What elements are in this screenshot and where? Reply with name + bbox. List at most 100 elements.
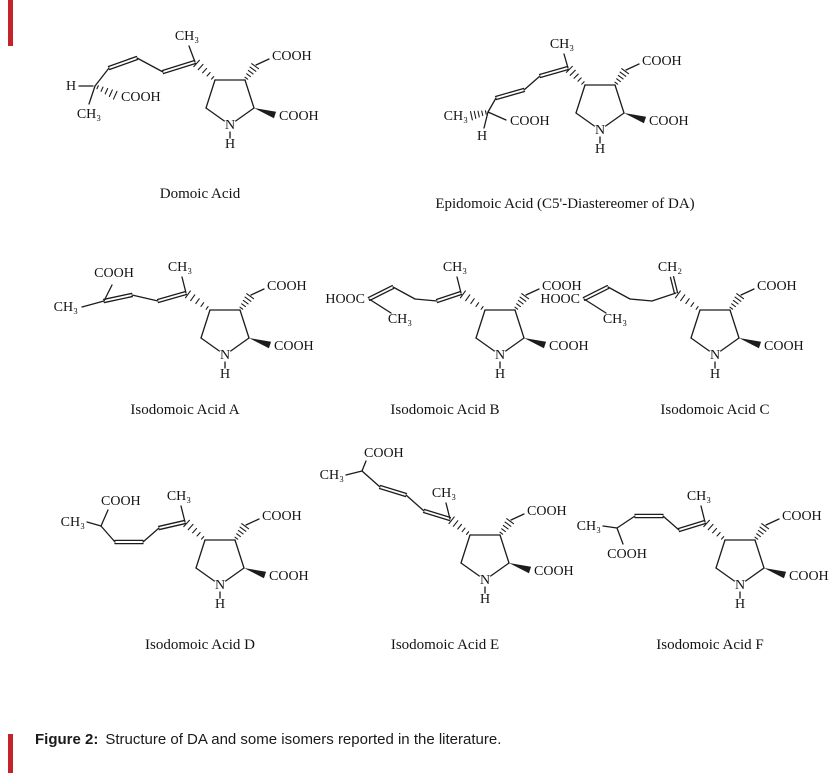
atom-label: N xyxy=(595,123,605,138)
bond xyxy=(756,533,761,538)
bond xyxy=(565,65,573,73)
bond xyxy=(685,298,690,305)
bond xyxy=(510,513,525,521)
bond xyxy=(494,87,525,98)
bond xyxy=(108,89,113,98)
bond xyxy=(602,525,618,529)
bond xyxy=(205,306,209,310)
bond xyxy=(345,470,363,476)
bond xyxy=(200,302,205,308)
atom-label: N xyxy=(735,578,745,593)
bond xyxy=(473,110,477,119)
bond xyxy=(131,294,159,302)
bond xyxy=(577,77,582,82)
atom-label: COOH xyxy=(279,109,319,124)
bond xyxy=(720,337,740,352)
bond xyxy=(502,524,509,530)
bond xyxy=(206,71,211,77)
bond xyxy=(239,526,247,532)
bond xyxy=(239,309,250,339)
bond xyxy=(506,518,515,525)
bond xyxy=(690,302,695,308)
bond xyxy=(731,303,736,308)
bond xyxy=(481,110,484,117)
bond xyxy=(499,534,510,564)
atom-label: COOH xyxy=(262,509,302,524)
bond xyxy=(187,523,194,531)
bond xyxy=(729,309,740,339)
bond xyxy=(732,299,739,305)
bond xyxy=(190,294,196,302)
bond xyxy=(662,515,680,531)
bond xyxy=(405,494,425,512)
atom-label: CH₃ xyxy=(577,519,601,534)
bond xyxy=(569,69,576,76)
bond xyxy=(538,65,569,76)
bond xyxy=(690,337,710,352)
bond xyxy=(759,526,767,532)
bond xyxy=(695,306,699,310)
bond xyxy=(157,293,188,304)
bond xyxy=(249,66,257,72)
bond xyxy=(754,539,765,569)
bond xyxy=(181,276,187,294)
bond xyxy=(484,110,487,115)
bond xyxy=(734,296,742,302)
bond xyxy=(225,567,245,582)
atom-label: COOH xyxy=(642,54,682,69)
atom-label: COOH xyxy=(607,547,647,562)
atom-label: COOH xyxy=(534,564,574,579)
atom-label: CH₃ xyxy=(168,260,192,275)
bond xyxy=(523,75,541,91)
bond xyxy=(422,511,451,522)
bond xyxy=(423,508,452,519)
bond xyxy=(245,518,260,526)
bond xyxy=(161,59,196,72)
margin-mark-top xyxy=(8,0,13,46)
bond xyxy=(629,298,653,302)
bond xyxy=(234,536,239,540)
bond xyxy=(436,293,463,304)
bond xyxy=(100,525,116,543)
bond xyxy=(158,522,187,531)
atom-label: COOH xyxy=(274,339,314,354)
bond xyxy=(242,299,249,305)
bond xyxy=(470,298,475,305)
bond xyxy=(452,520,459,527)
bond xyxy=(156,290,187,301)
bond xyxy=(754,536,759,540)
bond xyxy=(703,519,710,528)
wedge-bond xyxy=(244,568,267,579)
bond xyxy=(234,539,245,569)
bond xyxy=(736,293,745,300)
bond xyxy=(246,293,255,300)
structure-name-isodomoic-acid-c: Isodomoic Acid C xyxy=(660,402,770,418)
bond xyxy=(236,533,241,538)
bond xyxy=(521,293,530,300)
bond xyxy=(677,519,706,530)
bond xyxy=(184,290,191,299)
bond xyxy=(435,290,462,301)
bond xyxy=(614,81,619,85)
bond xyxy=(361,470,381,488)
atom-label: H xyxy=(215,597,225,612)
bond xyxy=(715,567,735,582)
atom-label: N xyxy=(225,118,235,133)
bond xyxy=(465,531,470,535)
bond xyxy=(378,487,407,498)
bond xyxy=(414,298,438,302)
bond xyxy=(361,460,367,472)
bond xyxy=(448,516,455,525)
bond xyxy=(716,531,721,537)
atom-label: COOH xyxy=(121,90,161,105)
bond xyxy=(619,71,627,77)
atom-label: CH₃ xyxy=(443,260,467,275)
atom-label: COOH xyxy=(101,494,141,509)
bond xyxy=(475,309,486,339)
bond xyxy=(707,523,714,531)
